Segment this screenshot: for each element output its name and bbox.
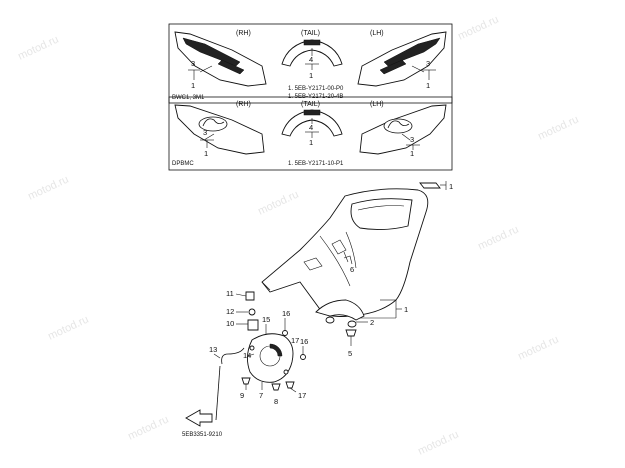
- watermark-text: motod.ru: [26, 173, 70, 202]
- part-ref: 1. 5EB-Y2171-00-P0: [288, 86, 344, 92]
- svg-text:16: 16: [282, 309, 290, 318]
- svg-text:3: 3: [410, 135, 414, 144]
- svg-text:3: 3: [191, 59, 195, 68]
- watermark-text: motod.ru: [476, 223, 520, 252]
- svg-text:17: 17: [298, 391, 306, 400]
- tail-cover-icon: [281, 39, 343, 67]
- svg-text:1: 1: [426, 81, 430, 90]
- grommet-part-icon: [325, 316, 357, 328]
- main-assembly: 1 6 1: [182, 181, 453, 438]
- svg-text:12: 12: [226, 307, 234, 316]
- bolt-part-icon: [345, 329, 357, 346]
- model-code: BWC1, 3M1: [172, 95, 205, 101]
- svg-text:1: 1: [191, 81, 195, 90]
- emblem-part-icon: [419, 182, 441, 189]
- hose-part-icon: 13: [209, 345, 245, 421]
- watermark-text: motod.ru: [16, 33, 60, 62]
- watermark-text: motod.ru: [416, 428, 460, 457]
- lh-side-cover-icon: [357, 31, 447, 87]
- svg-text:17: 17: [291, 336, 299, 345]
- svg-text:1: 1: [410, 149, 414, 158]
- svg-text:1: 1: [309, 138, 313, 147]
- svg-text:4: 4: [309, 55, 313, 64]
- callout-3-lh: 3 1: [411, 59, 436, 90]
- callout-16-right: 16: [300, 337, 308, 360]
- view-label-tail: (TAIL): [301, 30, 320, 37]
- svg-text:6: 6: [350, 265, 354, 274]
- svg-text:4: 4: [309, 123, 313, 132]
- watermark-text: motod.ru: [126, 413, 170, 442]
- lh-side-cover-r6-icon: [359, 104, 447, 155]
- rh-side-cover-r6-icon: [174, 104, 265, 155]
- watermark-text: motod.ru: [516, 333, 560, 362]
- callout-9: 9: [240, 377, 251, 400]
- view-label-rh: (RH): [236, 30, 251, 37]
- seat-cowl-icon: [261, 188, 429, 321]
- taillight-bracket-icon: [247, 333, 294, 383]
- model-code: DPBMC: [172, 161, 194, 167]
- svg-text:3: 3: [426, 59, 430, 68]
- callout-6: 6: [343, 251, 354, 274]
- callout-4-tail: 4 1: [305, 48, 319, 80]
- callout-13: 13: [209, 345, 217, 354]
- callout-1-cowl: 1: [360, 299, 408, 319]
- callout-17-top: 17: [291, 336, 299, 345]
- svg-text:7: 7: [259, 391, 263, 400]
- callout-16-top: 16: [282, 309, 290, 336]
- svg-text:1: 1: [449, 182, 453, 191]
- svg-text:14: 14: [243, 351, 251, 360]
- callout-12: 12: [226, 307, 256, 316]
- watermark-text: motod.ru: [256, 188, 300, 217]
- callout-17-bottom: 17: [285, 381, 306, 400]
- callout-8: 8: [271, 383, 281, 406]
- callout-5: 5: [348, 349, 352, 358]
- svg-text:3: 3: [203, 128, 207, 137]
- callout-3-rh: 3 1: [200, 128, 215, 158]
- callout-3-lh: 3 1: [401, 133, 420, 158]
- panel-frame: [168, 23, 453, 104]
- svg-text:16: 16: [300, 337, 308, 346]
- callout-10: 10: [226, 319, 259, 331]
- watermark-text: motod.ru: [536, 113, 580, 142]
- callout-7: 7: [259, 382, 263, 400]
- callout-4-tail: 4 1: [305, 118, 319, 147]
- drawing-number: 5EB3351-9210: [182, 432, 223, 438]
- svg-text:9: 9: [240, 391, 244, 400]
- watermark-text: motod.ru: [456, 13, 500, 42]
- svg-text:1: 1: [309, 71, 313, 80]
- view-label-tail: (TAIL): [301, 101, 320, 108]
- view-label-lh: (LH): [370, 30, 384, 37]
- front-arrow-icon: [185, 409, 213, 427]
- callout-1-emblem: 1: [440, 181, 453, 191]
- svg-text:11: 11: [226, 289, 234, 298]
- decal-panel-1: (RH) (TAIL) (LH) 3 1 4 1: [168, 23, 453, 104]
- rh-side-cover-icon: [174, 31, 267, 87]
- watermark-text: motod.ru: [46, 313, 90, 342]
- svg-text:10: 10: [226, 319, 234, 328]
- part-ref: 1. 5EB-Y2171-10-P1: [288, 161, 344, 167]
- callout-14: 14: [243, 351, 255, 360]
- panel-frame: [168, 96, 453, 171]
- view-label-rh: (RH): [236, 101, 251, 108]
- view-label-lh: (LH): [370, 101, 384, 108]
- svg-text:1: 1: [204, 149, 208, 158]
- svg-text:15: 15: [262, 315, 270, 324]
- svg-text:8: 8: [274, 397, 278, 406]
- tail-cover-icon: [281, 109, 343, 137]
- callout-11: 11: [226, 289, 255, 301]
- callout-3-rh: 3 1: [188, 59, 213, 90]
- svg-text:2: 2: [370, 318, 374, 327]
- svg-text:1: 1: [404, 305, 408, 314]
- callout-2: 2: [356, 318, 374, 327]
- decal-panel-2: (RH) (TAIL) (LH) 3 1 4 1: [168, 96, 453, 171]
